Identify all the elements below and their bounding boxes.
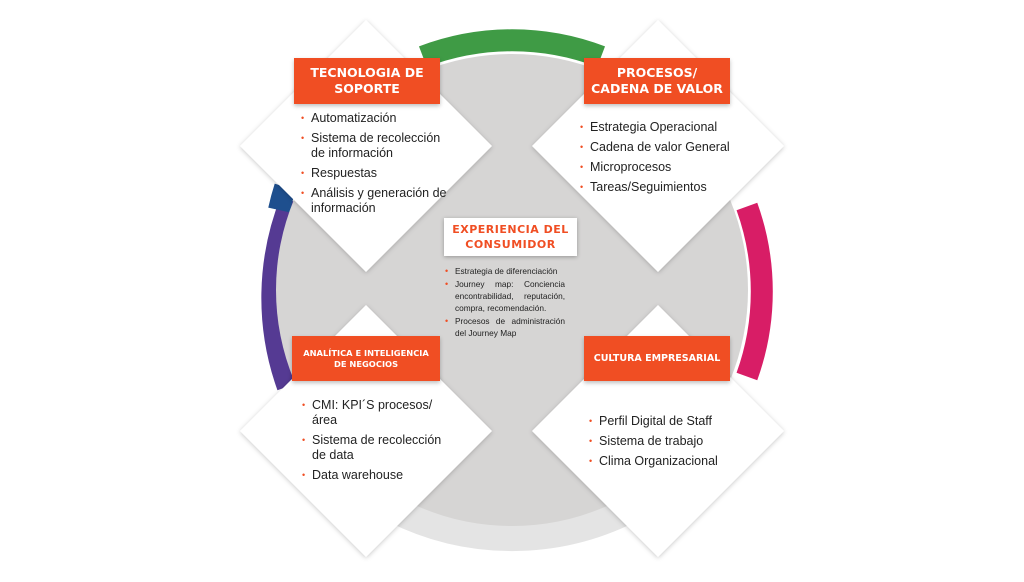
header-line-2: SOPORTE (334, 81, 400, 96)
list-item: Respuestas (301, 166, 451, 181)
list-item: Perfil Digital de Staff (589, 414, 739, 429)
list-item: Sistema de recolección de data (302, 433, 452, 463)
header-line-2: DE NEGOCIOS (333, 358, 399, 369)
experiencia-consumidor-header: EXPERIENCIA DEL CONSUMIDOR (444, 218, 577, 256)
list-item: Sistema de trabajo (589, 434, 739, 449)
header-line-1: CULTURA EMPRESARIAL (593, 352, 721, 364)
ring-segment-left (261, 196, 302, 391)
list-item: Análisis y generación de información (301, 186, 451, 216)
header-line-2: CADENA DE VALOR (591, 81, 723, 96)
analitica-header: ANALÍTICA E INTELIGENCIA DE NEGOCIOS (292, 336, 440, 381)
experiencia-consumidor-list: Estrategia de diferenciación Journey map… (445, 265, 565, 340)
header-line-2: CONSUMIDOR (465, 238, 556, 251)
list-item: Journey map: Conciencia encontrabilidad,… (445, 278, 565, 314)
list-item: Clima Organizacional (589, 454, 739, 469)
ring-segment-bottom (387, 496, 637, 551)
header-line-1: EXPERIENCIA DEL (452, 223, 569, 236)
list-item: Tareas/Seguimientos (580, 180, 740, 195)
procesos-list: Estrategia Operacional Cadena de valor G… (580, 120, 740, 200)
header-line-1: ANALÍTICA E INTELIGENCIA (303, 348, 429, 359)
ring-segment-top (418, 29, 606, 68)
list-item: Procesos de administración del Journey M… (445, 315, 565, 339)
list-item: Data warehouse (302, 468, 452, 483)
tecnologia-soporte-header: TECNOLOGIA DE SOPORTE (294, 58, 440, 104)
cultura-empresarial-header: CULTURA EMPRESARIAL (584, 336, 730, 381)
list-item: Cadena de valor General (580, 140, 740, 155)
list-item: Automatización (301, 111, 451, 126)
cultura-empresarial-list: Perfil Digital de Staff Sistema de traba… (589, 414, 739, 474)
ring-segment-left-top (268, 183, 296, 213)
list-item: Estrategia Operacional (580, 120, 740, 135)
procesos-header: PROCESOS/ CADENA DE VALOR (584, 58, 730, 104)
header-line-1: TECNOLOGIA DE (310, 65, 424, 81)
list-item: Sistema de recolección de información (301, 131, 451, 161)
list-item: Estrategia de diferenciación (445, 265, 565, 277)
analitica-list: CMI: KPI´S procesos/área Sistema de reco… (302, 398, 452, 488)
header-line-1: PROCESOS/ (616, 65, 698, 81)
list-item: CMI: KPI´S procesos/área (302, 398, 452, 428)
tecnologia-soporte-list: Automatización Sistema de recolección de… (301, 111, 451, 221)
ring-segment-right (736, 202, 773, 381)
list-item: Microprocesos (580, 160, 740, 175)
